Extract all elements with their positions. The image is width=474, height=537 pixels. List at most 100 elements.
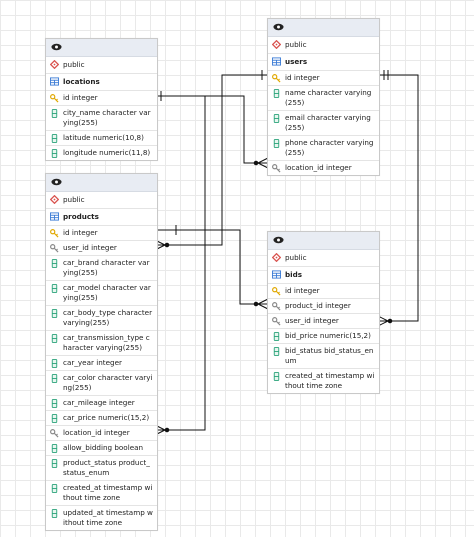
table-name: locations (63, 77, 100, 86)
table-icon (50, 77, 59, 86)
connector-products-user (155, 74, 268, 246)
column-label: car_model character varying(255) (63, 283, 151, 302)
schema-name: public (285, 253, 307, 262)
column-label: id integer (63, 93, 98, 102)
column-icon (273, 114, 280, 123)
connector-bids-product (155, 229, 268, 305)
many-marker-users-location (253, 157, 269, 169)
column-label: email character varying(255) (285, 113, 371, 132)
column-row[interactable]: car_mileage integer (46, 396, 157, 411)
column-label: user_id integer (285, 316, 339, 325)
table-icon (272, 270, 281, 279)
column-icon (51, 309, 58, 318)
column-label: car_color character varying(255) (63, 373, 153, 392)
column-icon (51, 334, 58, 343)
foreign-key-icon (50, 244, 59, 253)
column-row[interactable]: bid_status bid_status_enum (268, 344, 379, 369)
column-row[interactable]: user_id integer (46, 241, 157, 256)
column-label: user_id integer (63, 243, 117, 252)
column-row[interactable]: updated_at timestamp without time zone (46, 506, 157, 530)
primary-key-icon (272, 74, 281, 83)
schema-row: public (46, 57, 157, 74)
connector-bids-user (378, 74, 419, 322)
column-row[interactable]: car_body_type character varying(255) (46, 306, 157, 331)
column-icon (51, 109, 58, 118)
column-row[interactable]: latitude numeric(10,8) (46, 131, 157, 146)
column-row[interactable]: car_color character varying(255) (46, 371, 157, 396)
table-header[interactable] (268, 232, 379, 250)
column-row[interactable]: car_brand character varying(255) (46, 256, 157, 281)
schema-row: public (268, 250, 379, 267)
column-row[interactable]: allow_bidding boolean (46, 441, 157, 456)
column-label: city_name character varying(255) (63, 108, 151, 127)
many-marker-bids-product (253, 298, 269, 310)
schema-icon (50, 60, 59, 69)
column-label: allow_bidding boolean (63, 443, 144, 452)
column-icon (51, 459, 58, 468)
column-icon (51, 134, 58, 143)
foreign-key-icon (272, 302, 281, 311)
column-row[interactable]: id integer (46, 226, 157, 241)
column-row[interactable]: longitude numeric(11,8) (46, 146, 157, 160)
column-row[interactable]: product_status product_status_enum (46, 456, 157, 481)
column-icon (51, 414, 58, 423)
table-name-row: users (268, 54, 379, 71)
column-label: location_id integer (63, 428, 130, 437)
column-icon (51, 359, 58, 368)
column-label: location_id integer (285, 163, 352, 172)
column-row[interactable]: location_id integer (268, 161, 379, 175)
table-bids[interactable]: public bids id integer product_id intege… (267, 231, 380, 394)
column-icon (51, 149, 58, 158)
column-icon (273, 372, 280, 381)
table-header[interactable] (268, 19, 379, 37)
column-row[interactable]: email character varying(255) (268, 111, 379, 136)
column-label: id integer (63, 228, 98, 237)
column-row[interactable]: created_at timestamp without time zone (268, 369, 379, 393)
column-row[interactable]: car_price numeric(15,2) (46, 411, 157, 426)
foreign-key-icon (272, 317, 281, 326)
table-header[interactable] (46, 39, 157, 57)
column-label: bid_status bid_status_enum (285, 346, 374, 365)
column-row[interactable]: city_name character varying(255) (46, 106, 157, 131)
schema-row: public (268, 37, 379, 54)
column-row[interactable]: created_at timestamp without time zone (46, 481, 157, 506)
column-row[interactable]: bid_price numeric(15,2) (268, 329, 379, 344)
column-row[interactable]: car_transmission_type character varying(… (46, 331, 157, 356)
column-label: car_brand character varying(255) (63, 258, 150, 277)
column-row[interactable]: id integer (46, 91, 157, 106)
column-row[interactable]: car_year integer (46, 356, 157, 371)
column-label: car_body_type character varying(255) (63, 308, 153, 327)
column-row[interactable]: location_id integer (46, 426, 157, 441)
column-label: latitude numeric(10,8) (63, 133, 144, 142)
eye-icon[interactable] (51, 178, 62, 186)
eye-icon[interactable] (273, 236, 284, 244)
column-row[interactable]: name character varying(255) (268, 86, 379, 111)
table-name: products (63, 212, 99, 221)
column-icon (51, 399, 58, 408)
column-icon (51, 509, 58, 518)
column-row[interactable]: phone character varying(255) (268, 136, 379, 161)
foreign-key-icon (272, 164, 281, 173)
column-label: car_transmission_type character varying(… (63, 333, 150, 352)
table-icon (50, 212, 59, 221)
primary-key-icon (272, 287, 281, 296)
column-row[interactable]: id integer (268, 284, 379, 299)
table-users[interactable]: public users id integer name character v… (267, 18, 380, 176)
eye-icon[interactable] (273, 23, 284, 31)
column-icon (273, 332, 280, 341)
table-header[interactable] (46, 174, 157, 192)
column-row[interactable]: product_id integer (268, 299, 379, 314)
column-icon (273, 89, 280, 98)
column-label: id integer (285, 286, 320, 295)
primary-key-icon (50, 94, 59, 103)
column-label: id integer (285, 73, 320, 82)
column-row[interactable]: user_id integer (268, 314, 379, 329)
schema-name: public (285, 40, 307, 49)
table-locations[interactable]: public locations id integer city_name ch… (45, 38, 158, 161)
column-row[interactable]: id integer (268, 71, 379, 86)
table-products[interactable]: public products id integer user_id integ… (45, 173, 158, 531)
column-row[interactable]: car_model character varying(255) (46, 281, 157, 306)
eye-icon[interactable] (51, 43, 62, 51)
schema-icon (272, 253, 281, 262)
column-label: product_status product_status_enum (63, 458, 150, 477)
